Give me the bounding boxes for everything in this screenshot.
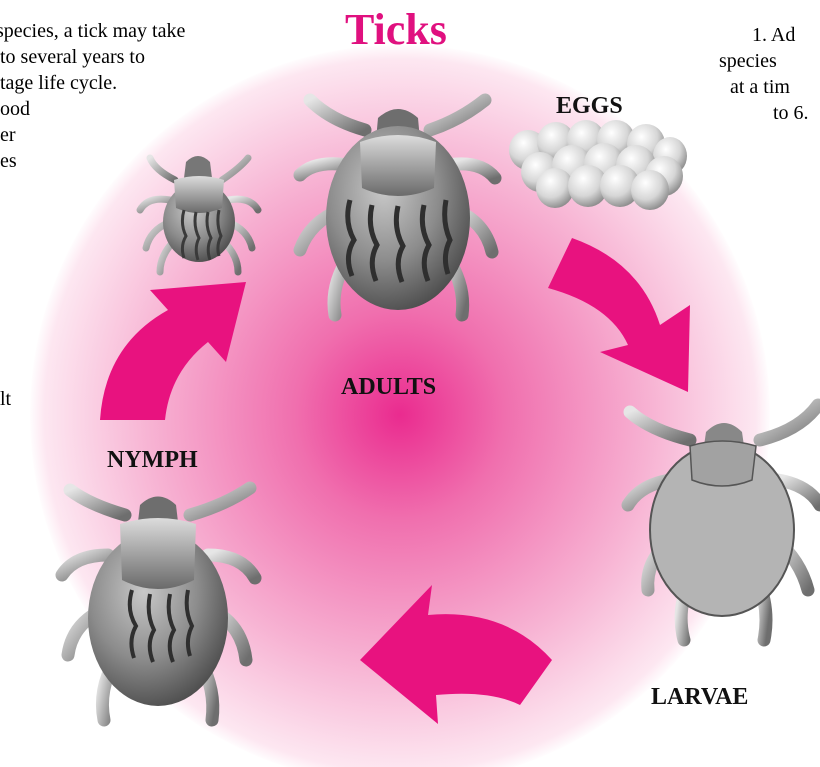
eggs-cluster bbox=[509, 120, 687, 210]
arrow-eggs-to-larvae bbox=[548, 238, 690, 392]
adult-tick bbox=[300, 100, 495, 315]
nymph-tick-small bbox=[140, 156, 258, 272]
larvae-tick bbox=[628, 405, 820, 640]
stage-label-nymph: NYMPH bbox=[107, 447, 198, 474]
stage-label-larvae: LARVAE bbox=[651, 684, 748, 711]
stage-label-eggs: EGGS bbox=[556, 93, 623, 120]
nymph-tick-large bbox=[62, 488, 255, 720]
stage-label-adults: ADULTS bbox=[341, 374, 436, 401]
arrow-nymph-to-adult bbox=[100, 282, 246, 420]
arrow-larvae-to-nymph bbox=[360, 585, 552, 724]
